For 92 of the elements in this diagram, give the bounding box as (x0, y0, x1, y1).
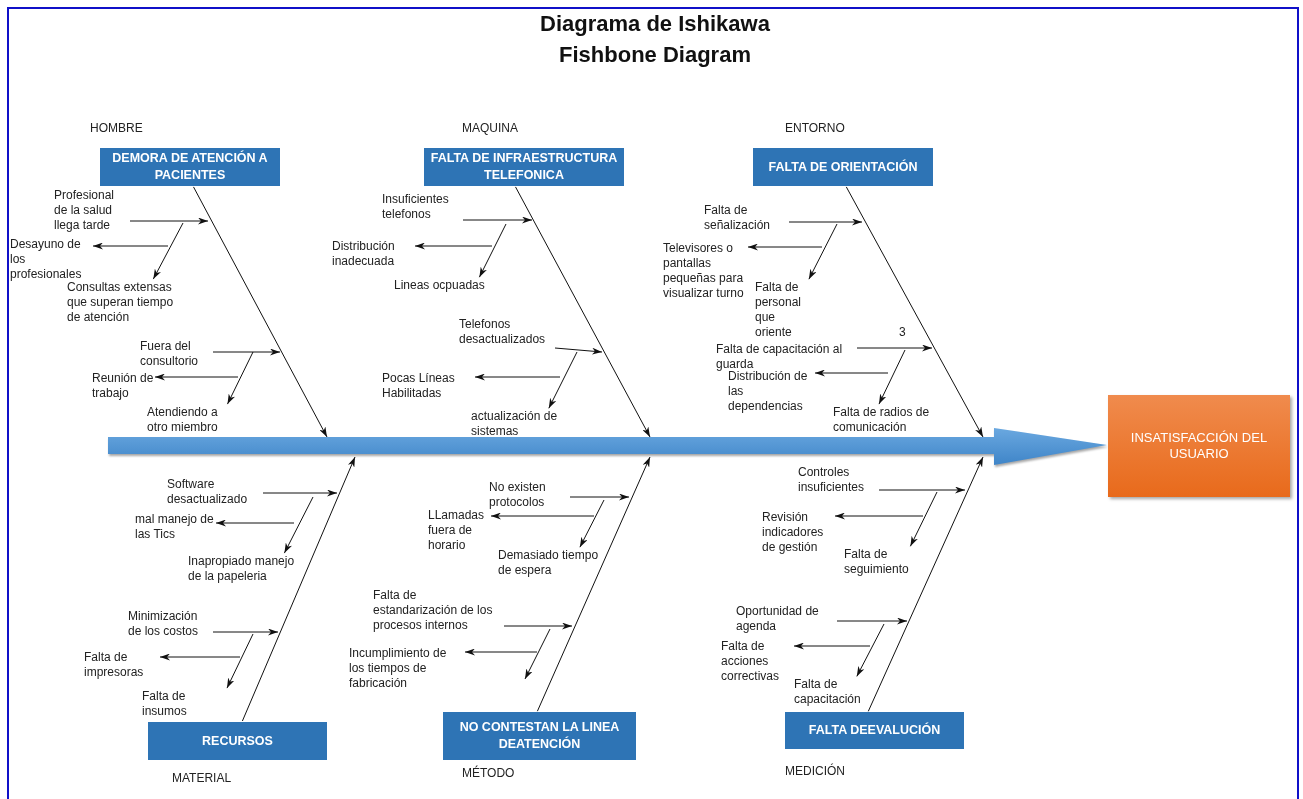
arrow (788, 218, 863, 226)
arrow (159, 653, 241, 661)
category-box: FALTA DE INFRAESTRUCTURA TELEFONICA (424, 148, 624, 186)
bone-arrow (515, 186, 651, 438)
arrow (464, 648, 538, 656)
arrow (262, 489, 338, 497)
arrow (503, 622, 573, 630)
category-box: NO CONTESTAN LA LINEA DEATENCIÓN (443, 712, 636, 760)
arrow (579, 499, 605, 548)
category-box: FALTA DE ORIENTACIÓN (753, 148, 933, 186)
arrow (909, 491, 938, 547)
cause-label: Falta de impresoras (84, 650, 159, 680)
cause-label: Falta de radios de comunicación (833, 405, 943, 435)
arrow (478, 223, 507, 278)
arrow (474, 373, 561, 381)
cause-label: Falta de personal que oriente (755, 280, 815, 340)
arrow (856, 344, 933, 352)
cause-label: Software desactualizado (167, 477, 262, 507)
cause-label: LLamadas fuera de horario (428, 508, 490, 553)
cause-label: Demasiado tiempo de espera (498, 548, 606, 578)
arrow (793, 642, 871, 650)
arrow (878, 349, 906, 405)
arrow (212, 348, 281, 356)
arrow (490, 512, 595, 520)
effect-box: INSATISFACCIÓN DEL USUARIO (1108, 395, 1290, 497)
bone-arrow (241, 456, 356, 722)
category-heading: HOMBRE (90, 121, 143, 135)
cause-label: Minimización de los costos (128, 609, 212, 639)
cause-label: Falta de insumos (142, 689, 238, 719)
arrow (283, 496, 314, 554)
category-heading: ENTORNO (785, 121, 845, 135)
category-heading: MATERIAL (172, 771, 232, 785)
arrow (836, 617, 908, 625)
arrow (856, 623, 885, 677)
cause-label: Falta de capacitación (794, 677, 874, 707)
cause-label: Distribución inadecuada (332, 239, 414, 269)
category-heading: MAQUINA (462, 121, 518, 135)
cause-label: Falta de capacitación al guarda (716, 342, 856, 372)
bone-arrow (193, 186, 328, 438)
cause-label: actualización de sistemas (471, 409, 563, 439)
cause-label: Falta de acciones correctivas (721, 639, 793, 684)
cause-label: Profesional de la salud llega tarde (54, 188, 129, 233)
arrow (834, 512, 924, 520)
arrow (808, 223, 838, 280)
title: Diagrama de Ishikawa Fishbone Diagram (539, 10, 771, 69)
category-box: FALTA DEEVALUCIÓN (785, 712, 964, 749)
category-box: RECURSOS (148, 722, 327, 760)
cause-label: Lineas ocpuadas (394, 278, 485, 293)
cause-label: Inapropiado manejo de la papeleria (188, 554, 298, 584)
cause-label: Incumplimiento de los tiempos de fabricación (349, 646, 464, 691)
cause-label: Reunión de trabajo (92, 371, 154, 401)
arrow (227, 351, 254, 405)
cause-label: mal manejo de las Tics (135, 512, 215, 542)
cause-label: Televisores o pantallas pequeñas para visualizar turno (663, 241, 747, 301)
arrow (569, 493, 630, 501)
cause-label: Oportunidad de agenda (736, 604, 836, 634)
cause-label: Revisión indicadores de gestión (762, 510, 834, 555)
arrow (154, 373, 239, 381)
cause-label: Atendiendo a otro miembro (147, 405, 237, 435)
category-box: DEMORA DE ATENCIÓN A PACIENTES (100, 148, 280, 186)
cause-label: No existen protocolos (489, 480, 569, 510)
spine-arrow (108, 428, 1107, 465)
cause-label: Falta de estandarización de los procesos internos (373, 588, 503, 633)
cause-label: Controles insuficientes (798, 465, 878, 495)
bone-arrow (867, 456, 984, 712)
cause-label: Falta de señalización (704, 203, 788, 233)
arrow (747, 243, 823, 251)
number-label: 3 (899, 325, 906, 340)
cause-label: Pocas Líneas Habilitadas (382, 371, 474, 401)
cause-label: Insuficientes telefonos (382, 192, 462, 222)
arrow (554, 347, 603, 355)
cause-label: Falta de seguimiento (844, 547, 924, 577)
arrow (226, 633, 254, 689)
arrow (462, 216, 533, 224)
arrow (215, 519, 295, 527)
bone-arrow (845, 186, 984, 438)
cause-label: Consultas extensas que superan tiempo de atención (67, 280, 179, 325)
cause-label: Fuera del consultorio (140, 339, 212, 369)
arrow (92, 242, 169, 250)
category-heading: MEDICIÓN (785, 764, 845, 778)
cause-label: Desayuno de los profesionales (10, 237, 92, 282)
arrow (212, 628, 279, 636)
arrow (814, 369, 889, 377)
arrow (548, 351, 578, 409)
arrow (152, 222, 184, 280)
bone-arrow (536, 456, 651, 712)
arrow (878, 486, 966, 494)
cause-label: Distribución de las dependencias (728, 369, 814, 414)
arrow (414, 242, 493, 250)
arrow (129, 217, 209, 225)
cause-label: Telefonos desactualizados (459, 317, 554, 347)
category-heading: MÉTODO (462, 766, 515, 780)
